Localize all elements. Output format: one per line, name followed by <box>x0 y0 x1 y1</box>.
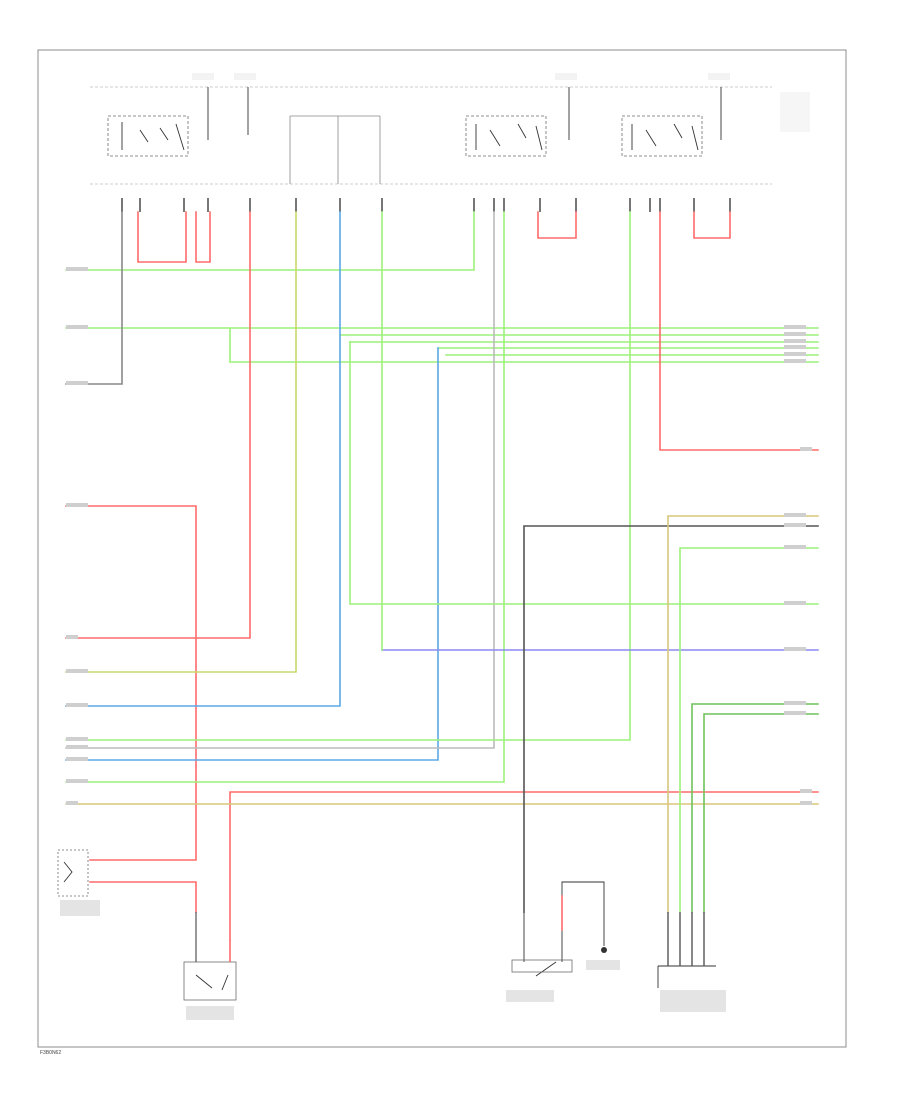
wire-blue-mid <box>65 347 439 761</box>
wire-green-3 <box>229 327 819 363</box>
wire-green-8 <box>65 211 631 741</box>
wire-dark-2 <box>523 525 819 913</box>
bottom-switch-middle <box>511 881 607 977</box>
fuse-drop-lines <box>207 87 722 140</box>
wire-green-13 <box>691 703 819 913</box>
wire-green-12 <box>679 547 819 913</box>
diagram-code: F3B0N62 <box>40 1050 61 1056</box>
wire-green-10 <box>349 341 819 605</box>
wire-gray <box>65 211 495 749</box>
wire-tan-right <box>667 515 819 913</box>
connector-pins <box>121 198 731 212</box>
wire-green-14 <box>703 713 819 913</box>
wire-dark-1 <box>65 211 123 385</box>
bottom-switch-left <box>183 912 237 1001</box>
left-wire-tags <box>66 267 88 805</box>
wire-green-1 <box>65 211 475 271</box>
right-wire-tags <box>784 325 812 805</box>
relay-1 <box>107 115 189 157</box>
wire-red-2 <box>65 211 251 639</box>
left-sensor <box>57 849 89 897</box>
wire-red-right <box>659 211 819 451</box>
wire-green-9 <box>65 211 505 783</box>
wire-blue-left <box>65 211 341 707</box>
wire-yellowgreen <box>65 211 297 673</box>
diagram-frame <box>37 49 847 1048</box>
fuse-label-group <box>192 73 730 80</box>
relay-3 <box>621 115 703 157</box>
red-loops <box>137 211 731 263</box>
wire-red-left <box>65 505 197 861</box>
bottom-labels <box>60 900 726 1020</box>
relay-2 <box>465 115 547 157</box>
top-right-note <box>780 92 810 132</box>
bottom-sensor-right <box>657 912 716 988</box>
wire-red-sensor <box>89 881 197 913</box>
junction-block-lines <box>289 115 381 184</box>
